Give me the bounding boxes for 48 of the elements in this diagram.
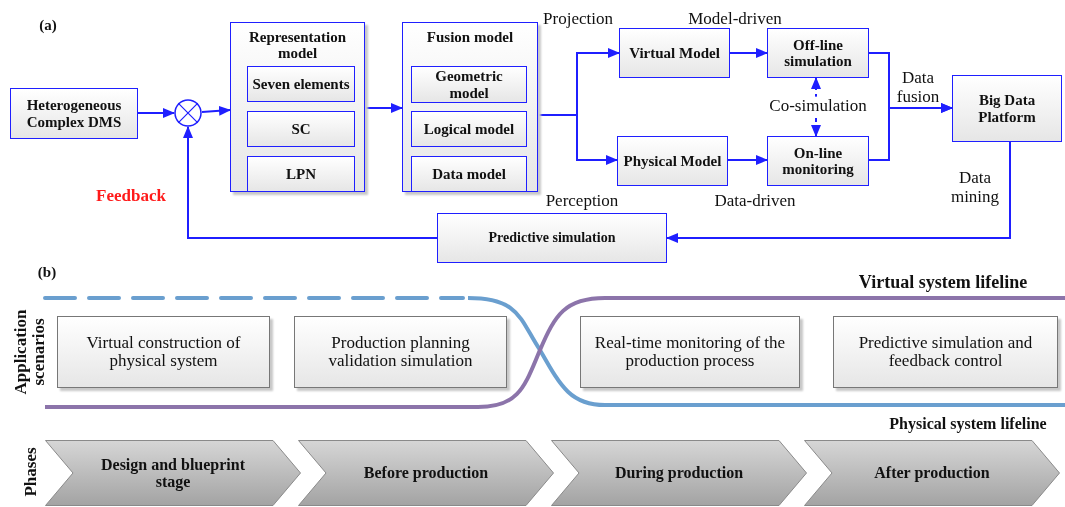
model-group-box: Fusion model Geometric model Logical model Data model [402, 22, 538, 192]
summing-junction [174, 99, 202, 127]
connector-arrow [364, 103, 403, 113]
panel-label: (a) [39, 18, 57, 34]
process-box: Off-line simulation [767, 28, 869, 78]
panel-label: (b) [37, 265, 57, 281]
connector-arrow [537, 114, 618, 165]
process-box: Heterogeneous Complex DMS [10, 88, 138, 139]
scenario-box: Production planning validation simulation [294, 316, 507, 388]
connector-arrow [727, 155, 768, 165]
edge-label: Data-driven [714, 191, 796, 211]
edge-label: Feedback [96, 186, 166, 206]
process-box: LPN [247, 156, 355, 192]
process-box: Virtual Model [619, 28, 730, 78]
process-box: Predictive simulation [437, 213, 667, 263]
process-box: SC [247, 111, 355, 147]
connector-arrow [666, 141, 1011, 243]
edge-label: Data mining [949, 169, 1001, 207]
connector-arrow [137, 108, 175, 118]
process-box: Seven elements [247, 66, 355, 102]
phase-banner: After production [804, 440, 1060, 506]
process-box: Data model [411, 156, 527, 192]
process-box: Logical model [411, 111, 527, 147]
connector-arrow [201, 105, 231, 116]
scenario-box: Real-time monitoring of the production process [580, 316, 800, 388]
connector-arrow [183, 126, 438, 239]
edge-label: Model-driven [688, 9, 782, 29]
process-box: Physical Model [617, 136, 728, 186]
phase-banner: During production [551, 440, 807, 506]
process-box: Big Data Platform [952, 75, 1062, 142]
axis-label: Phases [22, 447, 40, 497]
phase-banner: Before production [298, 440, 554, 506]
edge-label: Co-simulation [769, 96, 867, 116]
connector-arrow [729, 48, 768, 58]
lifeline-label: Virtual system lifeline [858, 272, 1028, 292]
axis-label: Application scenarios [12, 308, 48, 397]
edge-label: Data fusion [895, 69, 941, 107]
edge-label: Projection [543, 9, 613, 29]
model-group-box: Representation model Seven elements SC LPN [230, 22, 365, 192]
scenario-box: Predictive simulation and feedback control [833, 316, 1058, 388]
connector-arrow [811, 77, 821, 137]
phase-banner: Design and blueprint stage [45, 440, 301, 506]
process-box: On-line monitoring [767, 136, 869, 186]
connector-arrow [868, 103, 953, 161]
scenario-box: Virtual construction of physical system [57, 316, 270, 388]
edge-label: Perception [545, 191, 619, 211]
lifeline-label: Physical system lifeline [889, 415, 1047, 433]
process-box: Geometric model [411, 66, 527, 103]
